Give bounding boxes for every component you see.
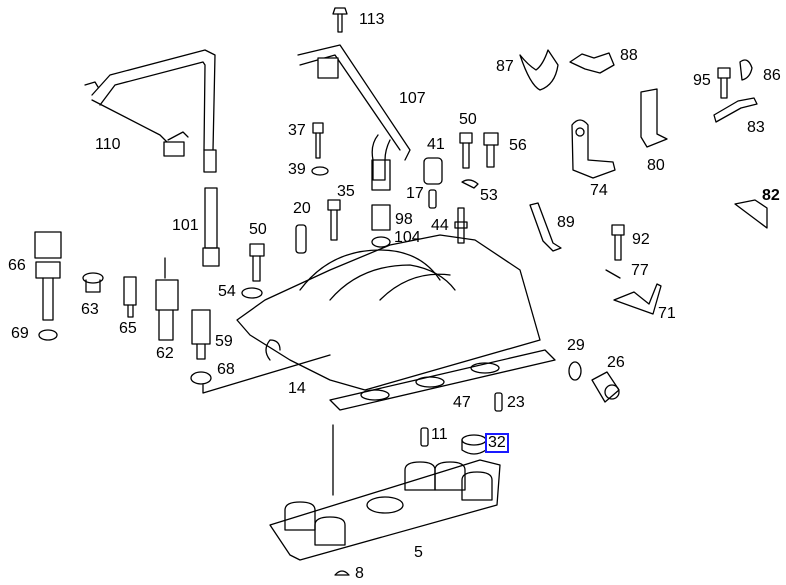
part-88-clip bbox=[569, 52, 615, 74]
part-89-bracket bbox=[529, 202, 562, 252]
part-82-bracket bbox=[734, 199, 768, 229]
callout-65[interactable]: 65 bbox=[119, 320, 137, 337]
part-71-bracket bbox=[613, 283, 662, 315]
callout-63[interactable]: 63 bbox=[81, 301, 99, 318]
callout-92[interactable]: 92 bbox=[632, 231, 650, 248]
part-74-bracket bbox=[571, 119, 616, 179]
callout-50-upper[interactable]: 50 bbox=[459, 111, 477, 128]
part-80-bracket bbox=[640, 88, 668, 148]
callout-35[interactable]: 35 bbox=[337, 183, 355, 200]
part-83-bracket bbox=[713, 97, 758, 123]
callout-101[interactable]: 101 bbox=[172, 217, 199, 234]
callout-113[interactable]: 113 bbox=[359, 11, 385, 28]
part-26-plug bbox=[591, 371, 620, 403]
callout-110[interactable]: 110 bbox=[95, 136, 121, 153]
part-23-pin bbox=[494, 392, 503, 412]
part-44-stud bbox=[454, 207, 468, 244]
part-95-bolt bbox=[717, 67, 731, 99]
part-107-pipe bbox=[297, 44, 411, 191]
part-69-washer bbox=[38, 329, 58, 341]
callout-89[interactable]: 89 bbox=[557, 214, 575, 231]
callout-26[interactable]: 26 bbox=[607, 354, 625, 371]
callout-23[interactable]: 23 bbox=[507, 394, 525, 411]
part-104-washer bbox=[371, 236, 391, 248]
part-5-lower-intake bbox=[269, 424, 501, 561]
part-77-pin bbox=[605, 269, 621, 279]
callout-14[interactable]: 14 bbox=[288, 380, 306, 397]
part-59-sensor bbox=[191, 309, 211, 360]
part-35-bolt bbox=[327, 199, 341, 241]
callout-68[interactable]: 68 bbox=[217, 361, 235, 378]
callout-56[interactable]: 56 bbox=[509, 137, 527, 154]
callout-37[interactable]: 37 bbox=[288, 122, 306, 139]
callout-47[interactable]: 47 bbox=[453, 394, 471, 411]
part-92-bolt bbox=[611, 224, 625, 261]
part-50b-bolt bbox=[249, 243, 265, 282]
part-47-gasket bbox=[329, 349, 556, 411]
callout-71[interactable]: 71 bbox=[658, 305, 676, 322]
callout-62[interactable]: 62 bbox=[156, 345, 174, 362]
callout-104[interactable]: 104 bbox=[394, 229, 421, 246]
part-53-washer bbox=[461, 179, 479, 189]
part-20-sleeve bbox=[295, 224, 307, 254]
callout-8[interactable]: 8 bbox=[355, 565, 364, 582]
callout-44[interactable]: 44 bbox=[431, 217, 449, 234]
callout-66[interactable]: 66 bbox=[8, 257, 26, 274]
callout-82[interactable]: 82 bbox=[762, 187, 780, 204]
callout-86[interactable]: 86 bbox=[763, 67, 781, 84]
callout-20[interactable]: 20 bbox=[293, 200, 311, 217]
callout-32-selected[interactable]: 32 bbox=[485, 433, 509, 453]
part-101-pipe bbox=[202, 187, 220, 267]
part-86-clip bbox=[739, 59, 753, 81]
callout-54[interactable]: 54 bbox=[218, 283, 236, 300]
part-66-sensor bbox=[34, 231, 62, 321]
part-50a-bolt bbox=[459, 132, 473, 169]
part-68-washer bbox=[190, 371, 212, 385]
callout-88[interactable]: 88 bbox=[620, 47, 638, 64]
part-39-washer bbox=[311, 166, 329, 176]
callout-80[interactable]: 80 bbox=[647, 157, 665, 174]
callout-95[interactable]: 95 bbox=[693, 72, 711, 89]
part-54-washer bbox=[241, 287, 263, 299]
part-56-bolt bbox=[483, 132, 499, 168]
part-63-plug bbox=[82, 272, 104, 293]
part-11-pin bbox=[420, 427, 429, 447]
part-113-bolt bbox=[332, 7, 348, 33]
callout-107[interactable]: 107 bbox=[399, 90, 426, 107]
callout-83[interactable]: 83 bbox=[747, 119, 765, 136]
part-110-pipe bbox=[84, 49, 217, 173]
callout-50-lower[interactable]: 50 bbox=[249, 221, 267, 238]
callout-41[interactable]: 41 bbox=[427, 136, 445, 153]
callout-29[interactable]: 29 bbox=[567, 337, 585, 354]
callout-77[interactable]: 77 bbox=[631, 262, 649, 279]
callout-69[interactable]: 69 bbox=[11, 325, 29, 342]
part-8-cap bbox=[334, 570, 350, 576]
callout-59[interactable]: 59 bbox=[215, 333, 233, 350]
part-37-bolt bbox=[312, 122, 324, 159]
part-29-oring bbox=[568, 361, 582, 381]
callout-39[interactable]: 39 bbox=[288, 161, 306, 178]
part-32-cap bbox=[461, 434, 487, 455]
part-98-fitting bbox=[371, 204, 391, 231]
part-87-clip bbox=[519, 49, 559, 91]
callout-87[interactable]: 87 bbox=[496, 58, 514, 75]
callout-5[interactable]: 5 bbox=[414, 544, 423, 561]
callout-17[interactable]: 17 bbox=[406, 185, 424, 202]
part-14-intake-manifold bbox=[202, 234, 541, 394]
callout-53[interactable]: 53 bbox=[480, 187, 498, 204]
part-65-sensor bbox=[123, 276, 137, 318]
callout-11[interactable]: 11 bbox=[431, 426, 448, 443]
callout-98[interactable]: 98 bbox=[395, 211, 413, 228]
part-62-sensor bbox=[155, 257, 179, 341]
part-41-sleeve bbox=[423, 157, 443, 185]
callout-74[interactable]: 74 bbox=[590, 182, 608, 199]
part-17-pin bbox=[428, 189, 437, 209]
